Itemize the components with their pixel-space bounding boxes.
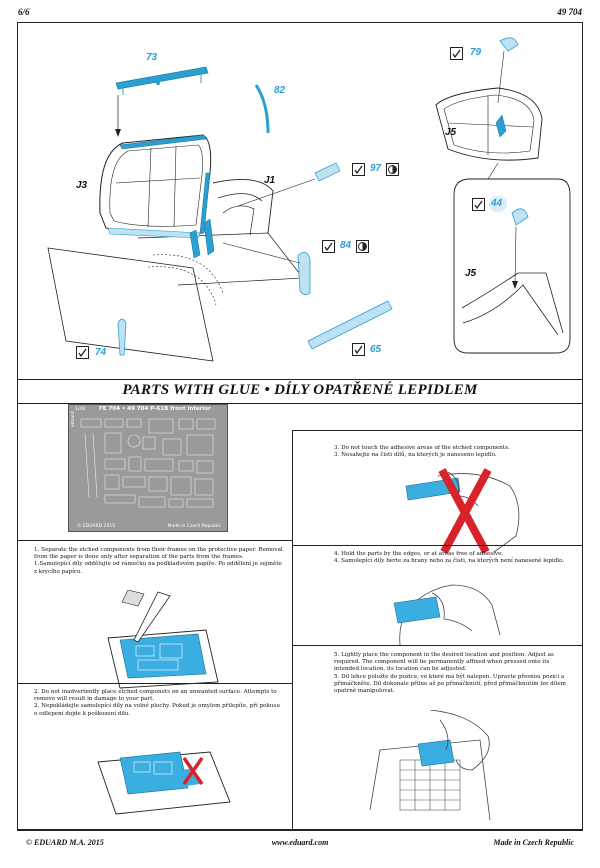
title-divider (17, 403, 583, 404)
part-label-73: 73 (146, 52, 158, 63)
step4-text: 4. Hold the parts by the edges, or at ar… (334, 551, 574, 565)
step5-cz: 5. Díl lehce položte do pozice, ve které… (334, 673, 566, 695)
step2-illustration (97, 751, 231, 815)
page-frame (17, 22, 583, 830)
assembly-label-j3: J3 (76, 180, 88, 191)
part-label-79: 79 (470, 47, 482, 58)
assembly-diagram (47, 37, 571, 362)
step5-text: 5. Lightly place the component in the de… (334, 652, 574, 695)
step2-en: 2. Do not inadvertently place etched com… (34, 689, 277, 703)
step1-en: 1. Separate the etched components from t… (34, 547, 283, 561)
column-divider (292, 430, 293, 830)
step5-en: 5. Lightly place the component in the de… (334, 652, 554, 673)
fret-brand: eduard (71, 411, 76, 427)
bend-check-icon (472, 198, 485, 211)
product-code: 49 704 (557, 7, 582, 17)
step4-top-border (292, 545, 583, 546)
step3-illustration (405, 468, 520, 554)
step4-illustration (393, 584, 501, 646)
step3-en: 3. Do not touch the adhesive areas of th… (334, 445, 510, 451)
step3-text: 3. Do not touch the adhesive areas of th… (334, 445, 574, 459)
reverse-side-icon (356, 240, 369, 253)
step2-top-border (17, 683, 292, 684)
bend-check-icon (450, 47, 463, 60)
fret-made-in: Made in Czech Republic (167, 524, 222, 529)
step4-en: 4. Hold the parts by the edges, or at ar… (334, 551, 504, 557)
step2-cz: 2. Nepokládejte samolepící díly na volné… (34, 703, 281, 717)
step3-cz: 3. Nesahejte na čisti dílů, na kterých j… (334, 452, 497, 459)
step5-top-border (292, 645, 583, 646)
step5-illustration (369, 710, 491, 821)
footer-made-in: Made in Czech Republic (493, 838, 574, 847)
part-label-84: 84 (340, 240, 352, 251)
footer-divider (17, 830, 583, 831)
part-highlight (489, 196, 507, 212)
fret-scale: 1/48 (75, 407, 86, 412)
part-label-74: 74 (95, 347, 107, 358)
assembly-label-j5-detail: J5 (465, 268, 477, 279)
part-label-97: 97 (370, 163, 382, 174)
part-label-65: 65 (370, 344, 382, 355)
section-title: PARTS WITH GLUE • DÍLY OPATŘENÉ LEPIDLEM (122, 382, 478, 398)
footer-website[interactable]: www.eduard.com (271, 838, 329, 847)
reverse-side-icon (386, 163, 399, 176)
section-divider (17, 379, 583, 380)
step1-top-border (17, 540, 292, 541)
fret-parts-pattern (80, 418, 216, 508)
step3-top-border (292, 430, 583, 431)
assembly-label-j1: J1 (264, 175, 276, 186)
step1-cz: 1.Samolepící díly oddělujte od rámečku n… (34, 561, 282, 575)
assembly-label-j5-top: J5 (445, 127, 457, 138)
bend-check-icon (352, 163, 365, 176)
bend-check-icon (76, 346, 89, 359)
page-number: 6/6 (18, 7, 30, 17)
step1-text: 1. Separate the etched components from t… (34, 547, 284, 576)
bend-check-icon (322, 240, 335, 253)
step2-text: 2. Do not inadvertently place etched com… (34, 689, 284, 718)
bend-check-icon (352, 343, 365, 356)
footer-copyright: © EDUARD M.A. 2015 (26, 838, 104, 847)
fret-copyright: © EDUARD 2015 (77, 524, 116, 529)
step4-cz: 4. Samolepící díly berte za hrany nebo z… (334, 558, 565, 565)
photo-etch-fret: 1/48 FE 704 • 49 704 P-61B front interio… (68, 404, 228, 532)
part-label-44: 44 (491, 198, 503, 209)
fret-title: FE 704 • 49 704 P-61B front interior (99, 406, 211, 412)
step1-illustration (107, 590, 219, 689)
part-label-82: 82 (274, 85, 286, 96)
